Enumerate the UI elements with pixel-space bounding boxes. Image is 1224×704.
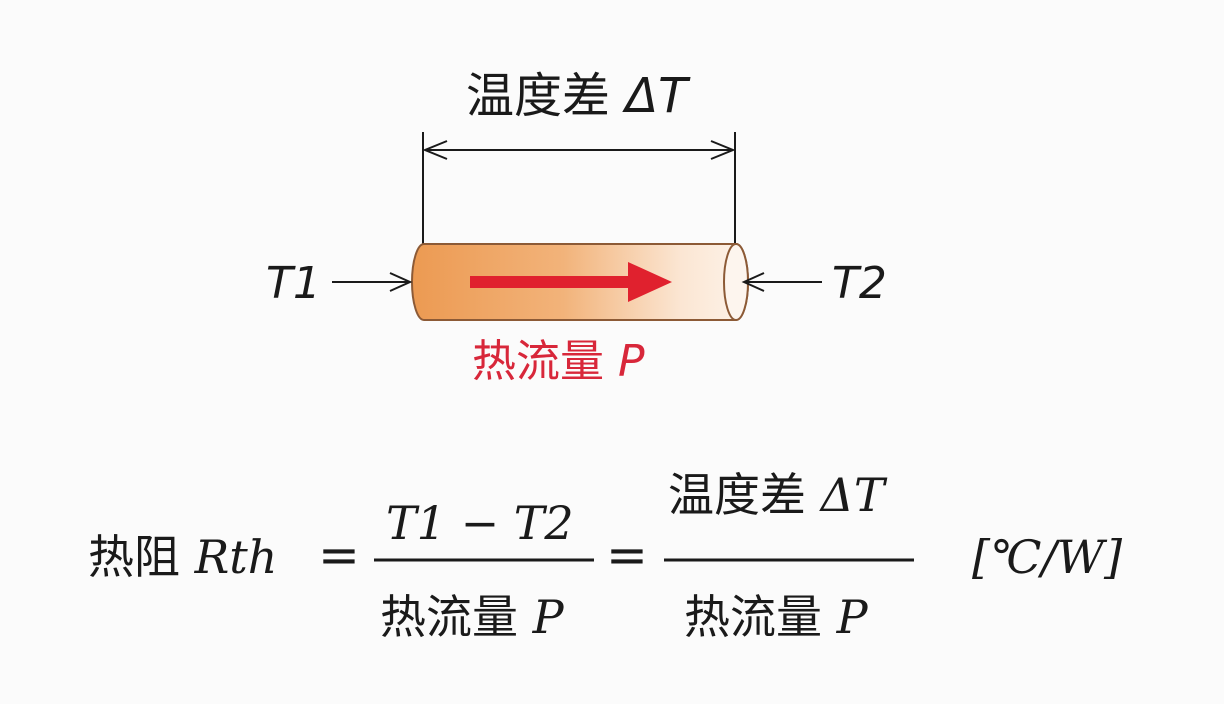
t2-label: T2	[832, 258, 887, 309]
fraction-1-denominator-label: 热流量	[380, 590, 518, 644]
fraction-2-denominator-label: 热流量	[684, 590, 822, 644]
t1-arrowhead	[389, 272, 413, 292]
fraction-2-denominator-symbol: P	[836, 590, 868, 644]
fraction-2-denominator: 热流量 P	[684, 594, 868, 640]
heat-flow-arrow-head	[628, 262, 672, 302]
heat-flow-label: 热流量 P	[472, 340, 645, 384]
fraction-1-denominator: 热流量 P	[380, 594, 564, 640]
temp-diff-label: 温度差 ΔT	[466, 72, 687, 120]
t2-arrowhead	[741, 272, 765, 292]
equals-sign-1: =	[318, 526, 360, 584]
formula-unit: [℃/W]	[972, 530, 1123, 584]
fraction-2-numerator-symbol: ΔT	[820, 468, 885, 522]
fraction-2-numerator-label: 温度差	[668, 468, 806, 522]
formula-lhs-symbol: Rth	[194, 530, 278, 584]
heat-flow-arrow-shaft	[470, 276, 630, 288]
temp-diff-symbol: ΔT	[625, 68, 688, 124]
formula-lhs-label: 热阻	[88, 530, 180, 584]
heat-flow-symbol: P	[618, 336, 645, 387]
t1-label: T1	[266, 258, 321, 309]
temp-diff-text: 温度差	[466, 68, 611, 124]
fraction-1-numerator: T1 − T2	[386, 496, 574, 550]
equals-sign-2: =	[606, 526, 648, 584]
heat-flow-text: 热流量	[472, 336, 604, 387]
dim-arrowhead-right	[710, 140, 736, 160]
fraction-1-denominator-symbol: P	[532, 590, 564, 644]
formula-lhs: 热阻 Rth	[88, 534, 277, 580]
fraction-2-numerator: 温度差 ΔT	[668, 472, 885, 518]
dim-arrowhead-left	[422, 140, 448, 160]
